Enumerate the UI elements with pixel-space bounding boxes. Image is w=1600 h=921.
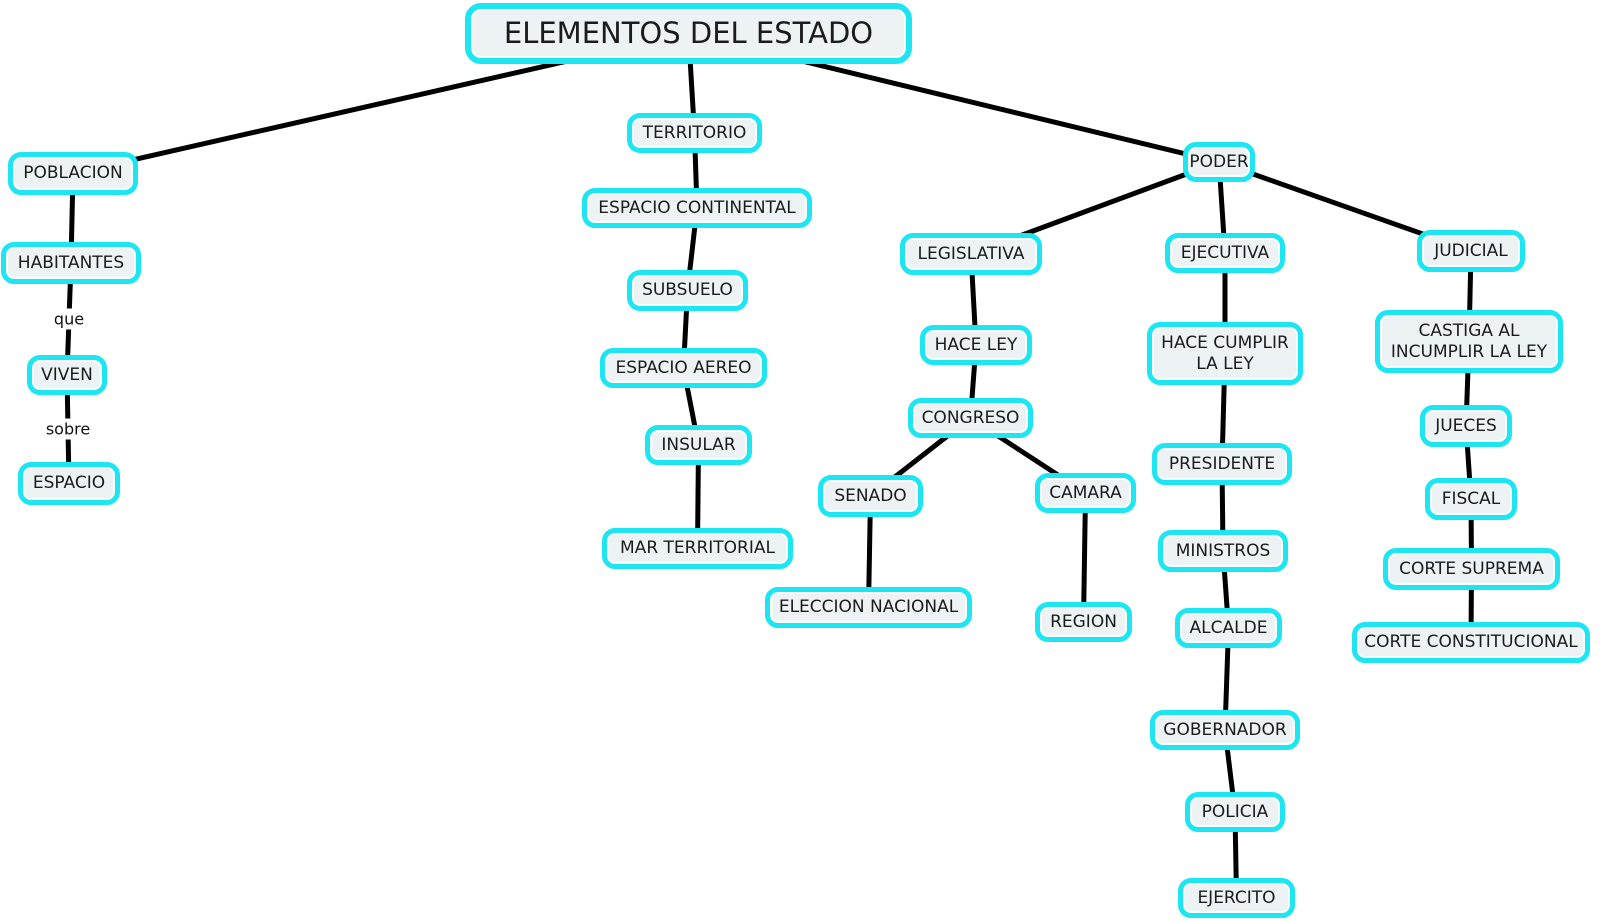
node-label-senado: SENADO [834,485,907,506]
node-gobernador[interactable]: GOBERNADOR [1150,710,1300,750]
node-ministros[interactable]: MINISTROS [1158,530,1288,572]
node-label-hace-ley: HACE LEY [934,334,1018,355]
node-label-hace-cumplir-la-ley: HACE CUMPLIR LA LEY [1161,332,1289,374]
node-judicial[interactable]: JUDICIAL [1417,230,1525,272]
node-label-habitantes: HABITANTES [17,252,125,273]
node-insular[interactable]: INSULAR [645,425,752,465]
node-ejercito[interactable]: EJERCITO [1178,878,1295,918]
node-camara[interactable]: CAMARA [1035,473,1136,513]
edge-camara-to-region [1081,490,1088,625]
node-label-ministros: MINISTROS [1175,540,1271,561]
node-label-region: REGION [1050,611,1117,632]
link-label-sobre[interactable]: sobre [38,418,98,440]
node-label-policia: POLICIA [1201,801,1269,822]
node-label-alcalde: ALCALDE [1189,617,1268,638]
node-alcalde[interactable]: ALCALDE [1175,608,1282,648]
link-label-que[interactable]: que [46,308,92,330]
node-label-legislativa: LEGISLATIVA [917,243,1025,264]
node-poder[interactable]: PODER [1183,142,1255,182]
node-label-corte-constitucional: CORTE CONSTITUCIONAL [1364,632,1578,653]
node-fiscal[interactable]: FISCAL [1425,478,1517,520]
node-ejecutiva[interactable]: EJECUTIVA [1165,233,1285,273]
node-espacio[interactable]: ESPACIO [18,462,120,505]
node-label-espacio-continental: ESPACIO CONTINENTAL [598,197,796,218]
node-corte-constitucional[interactable]: CORTE CONSTITUCIONAL [1352,622,1590,663]
node-castiga-al-incumplir[interactable]: CASTIGA AL INCUMPLIR LA LEY [1375,310,1563,373]
node-subsuelo[interactable]: SUBSUELO [627,270,748,311]
node-region[interactable]: REGION [1035,602,1132,642]
node-espacio-continental[interactable]: ESPACIO CONTINENTAL [582,188,812,228]
node-label-territorio: TERRITORIO [642,122,747,143]
node-label-subsuelo: SUBSUELO [642,280,733,301]
node-label-gobernador: GOBERNADOR [1163,719,1287,740]
node-label-castiga-al-incumplir: CASTIGA AL INCUMPLIR LA LEY [1390,320,1548,362]
node-label-camara: CAMARA [1049,482,1122,503]
node-label-mar-territorial: MAR TERRITORIAL [620,538,775,559]
node-congreso[interactable]: CONGRESO [908,398,1033,438]
node-eleccion-nacional[interactable]: ELECCION NACIONAL [765,587,972,628]
node-label-fiscal: FISCAL [1441,488,1501,509]
node-hace-ley[interactable]: HACE LEY [920,325,1032,365]
node-espacio-aereo[interactable]: ESPACIO AEREO [600,348,767,388]
node-label-eleccion-nacional: ELECCION NACIONAL [778,597,959,618]
node-corte-suprema[interactable]: CORTE SUPREMA [1383,548,1560,590]
node-habitantes[interactable]: HABITANTES [1,242,141,284]
node-label-title: ELEMENTOS DEL ESTADO [503,15,874,50]
node-hace-cumplir-la-ley[interactable]: HACE CUMPLIR LA LEY [1147,322,1303,385]
node-jueces[interactable]: JUECES [1420,405,1512,447]
node-label-poder: PODER [1189,151,1249,172]
node-policia[interactable]: POLICIA [1185,792,1285,832]
node-territorio[interactable]: TERRITORIO [627,113,762,153]
node-label-espacio: ESPACIO [32,473,106,494]
node-presidente[interactable]: PRESIDENTE [1152,443,1292,485]
node-mar-territorial[interactable]: MAR TERRITORIAL [602,528,793,569]
node-label-congreso: CONGRESO [921,407,1020,428]
node-label-espacio-aereo: ESPACIO AEREO [615,357,752,378]
node-label-presidente: PRESIDENTE [1168,453,1276,474]
node-label-ejercito: EJERCITO [1197,887,1276,908]
node-label-ejecutiva: EJECUTIVA [1180,242,1270,263]
node-label-judicial: JUDICIAL [1434,240,1508,261]
node-label-jueces: JUECES [1435,415,1497,436]
node-viven[interactable]: VIVEN [27,355,107,395]
node-label-viven: VIVEN [41,364,93,385]
node-label-poblacion: POBLACION [23,163,123,184]
node-poblacion[interactable]: POBLACION [8,152,138,195]
node-senado[interactable]: SENADO [818,475,923,517]
node-label-corte-suprema: CORTE SUPREMA [1399,558,1544,579]
node-title[interactable]: ELEMENTOS DEL ESTADO [465,3,912,64]
node-legislativa[interactable]: LEGISLATIVA [900,233,1042,275]
node-label-insular: INSULAR [661,434,736,455]
